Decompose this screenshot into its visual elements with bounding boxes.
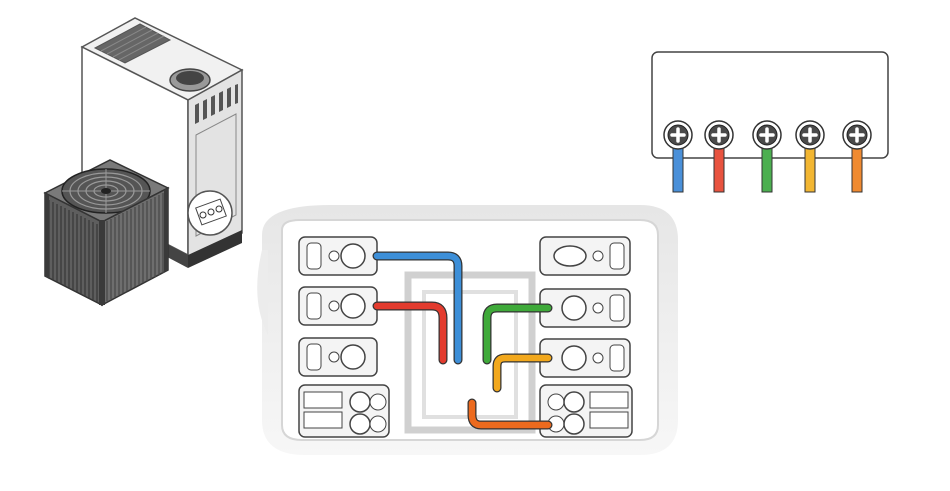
terminal-block-right-2 [540,289,630,327]
terminal-block-right-4 [540,385,632,437]
control-board-callout [188,191,232,235]
terminal-block-left-2 [299,287,377,325]
terminal-block-left-1 [299,237,377,275]
terminal-block-left-3 [299,338,377,376]
duct-collar-icon [170,69,210,91]
terminal-block-right-3 [540,339,630,377]
screw-terminal-icon [843,121,871,149]
terminal-block-right-1 [540,237,630,275]
outdoor-condenser-unit [45,160,168,305]
screw-terminal-icon [796,121,824,149]
screw-terminal-icon [664,121,692,149]
screw-terminal-icon [705,121,733,149]
terminal-block-left-4 [299,385,389,437]
screw-terminal-icon [753,121,781,149]
